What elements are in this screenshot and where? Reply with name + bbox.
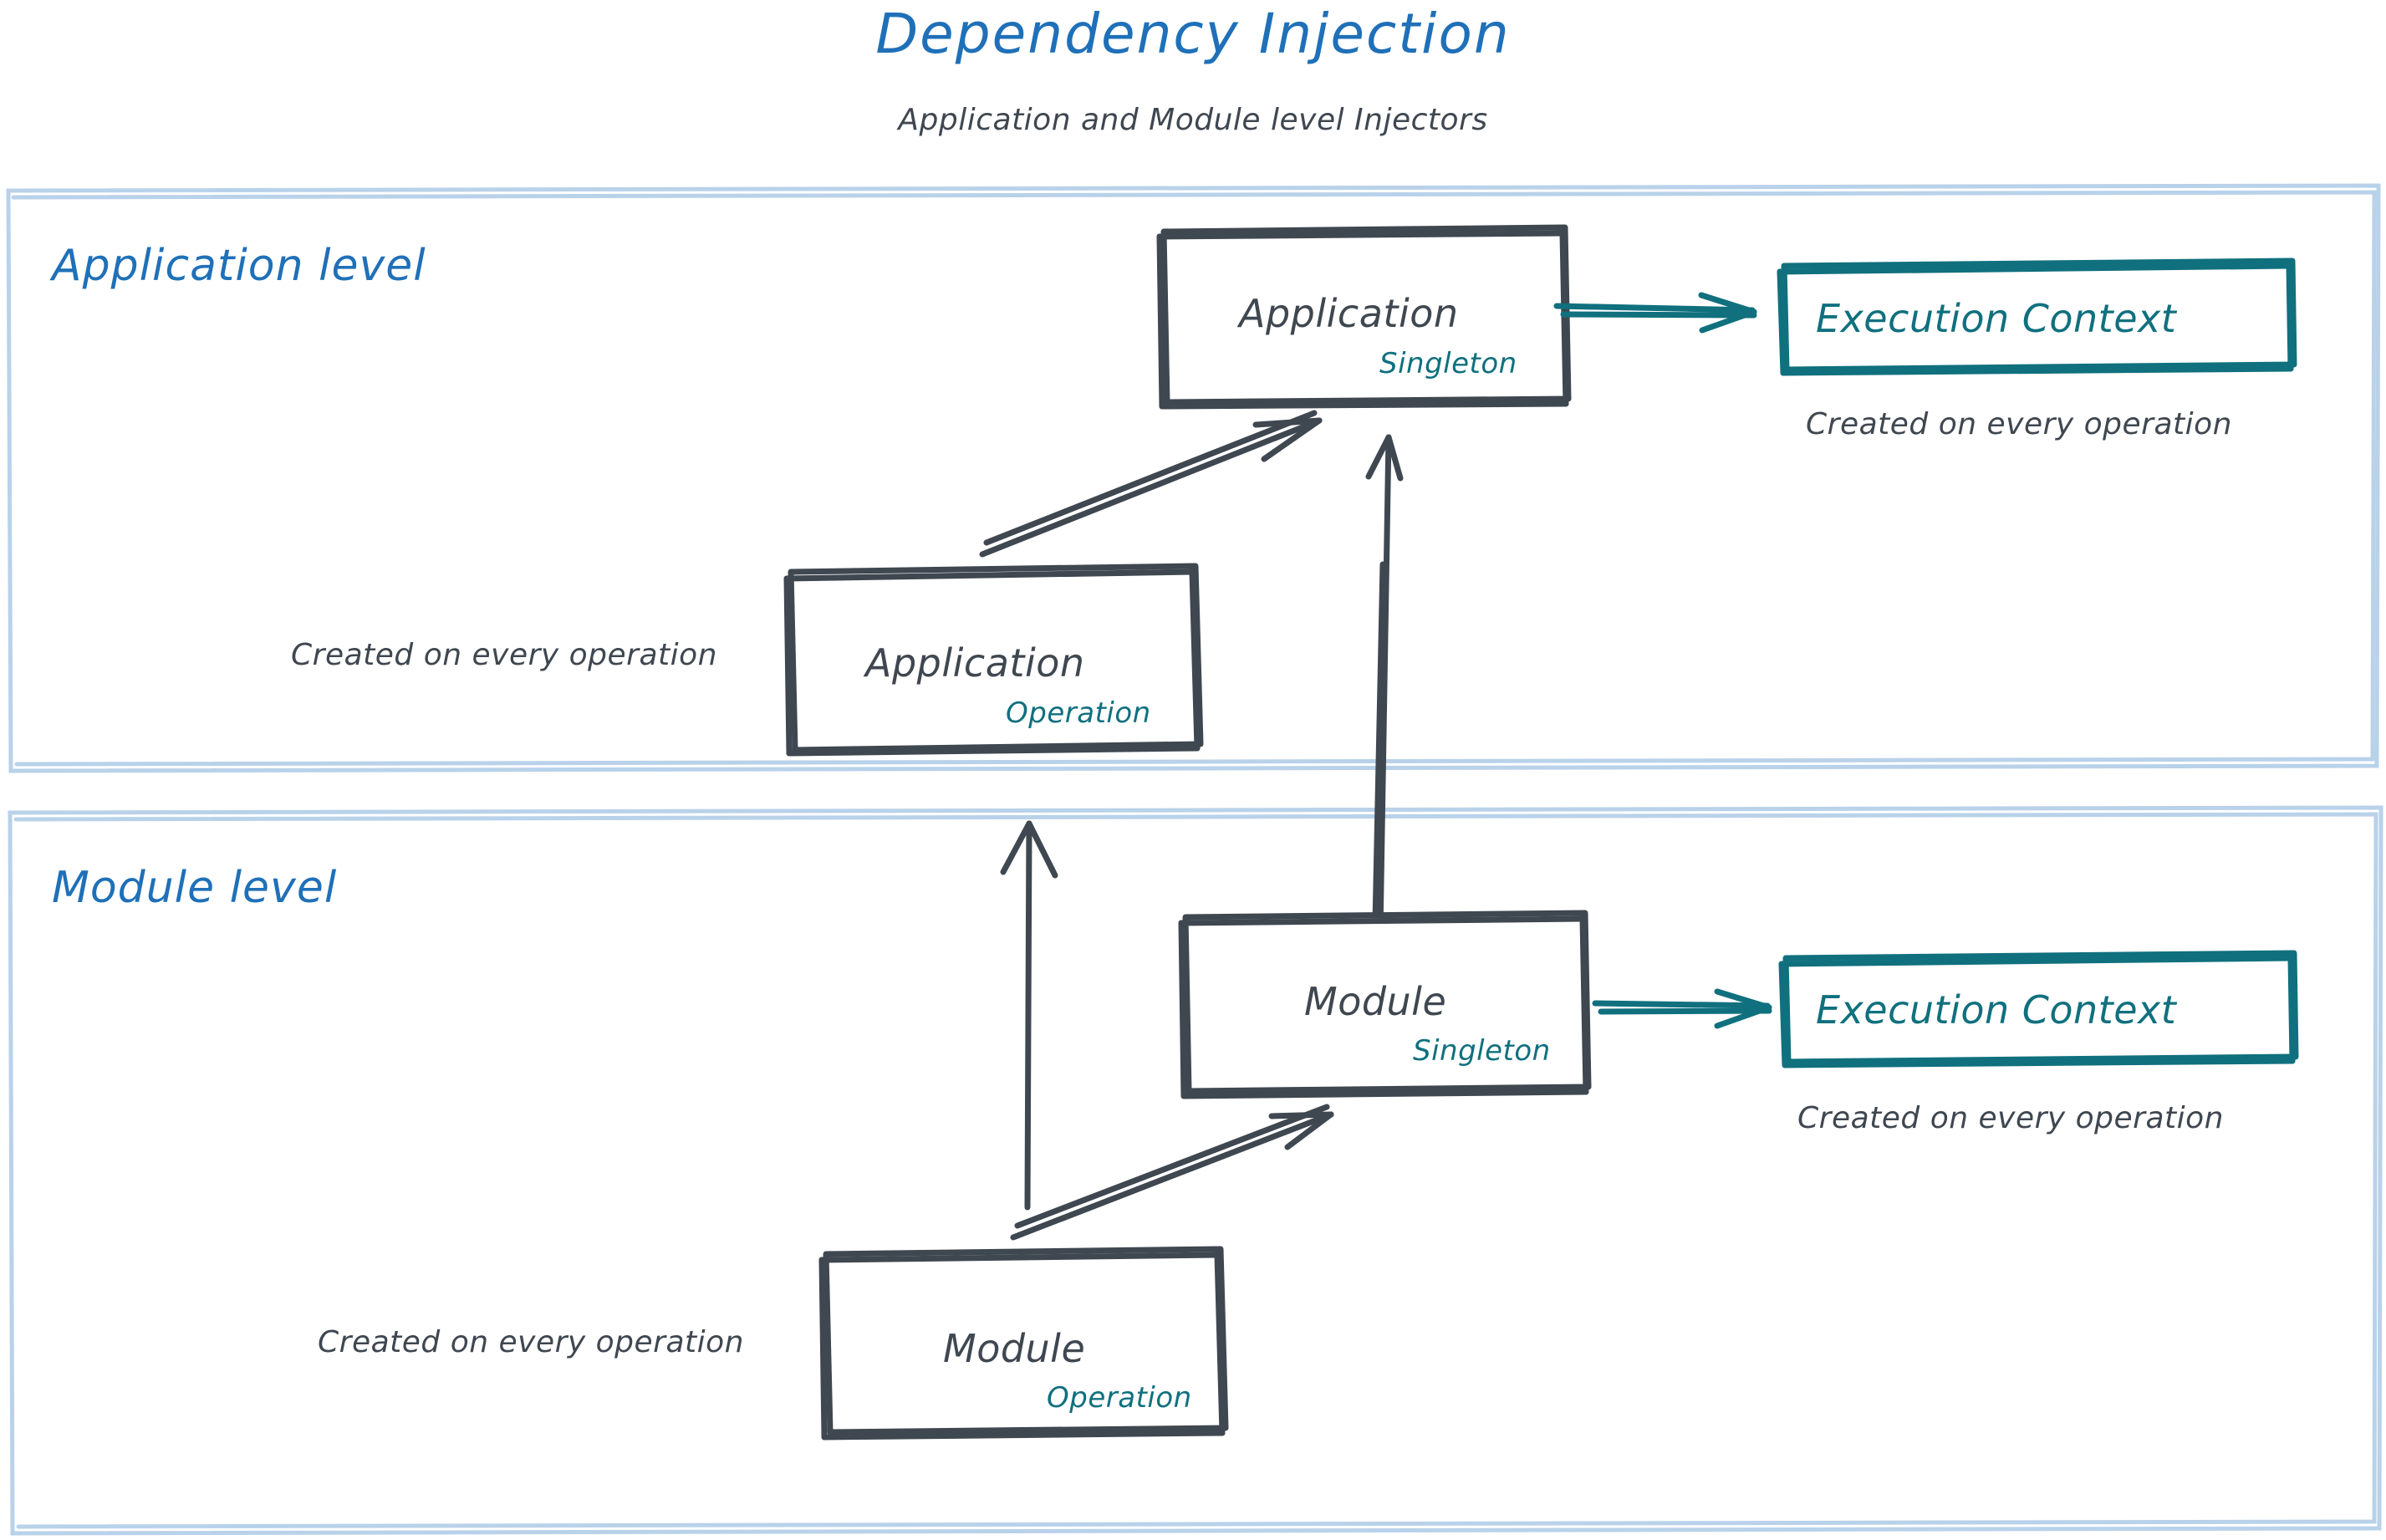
node-application-operation-scope: Operation xyxy=(1006,696,1151,730)
panel-module-level-frame xyxy=(8,805,2383,1536)
edge-module-operation-to-module-singleton xyxy=(1010,1104,1334,1241)
node-module-operation-title: Module xyxy=(943,1326,1086,1371)
node-application-operation-title: Application xyxy=(865,640,1085,686)
node-module-singleton-title: Module xyxy=(1304,979,1447,1024)
node-module-singleton-scope: Singleton xyxy=(1413,1034,1551,1068)
page-title: Dependency Injection xyxy=(875,2,1511,66)
panel-label-module-level: Module level xyxy=(52,863,338,913)
node-execution-context-module-title: Execution Context xyxy=(1816,987,2177,1033)
node-execution-context-application-title: Execution Context xyxy=(1816,296,2177,341)
edge-module-singleton-to-application-singleton xyxy=(1365,434,1404,936)
edge-module-singleton-to-execution-context xyxy=(1592,988,1772,1029)
note-execution-context-application: Created on every operation xyxy=(1806,407,2232,441)
page-subtitle: Application and Module level Injectors xyxy=(898,103,1488,137)
edge-application-operation-to-application-singleton xyxy=(979,410,1323,558)
note-module-operation: Created on every operation xyxy=(318,1325,744,1359)
node-application-singleton-scope: Singleton xyxy=(1379,347,1517,380)
node-application-singleton-title: Application xyxy=(1239,291,1459,336)
panel-label-application-level: Application level xyxy=(52,241,426,291)
node-module-operation-scope: Operation xyxy=(1047,1381,1192,1415)
edge-module-operation-to-application-level xyxy=(1000,820,1058,1211)
note-execution-context-module: Created on every operation xyxy=(1797,1101,2224,1135)
edge-application-singleton-to-execution-context xyxy=(1553,292,1757,334)
note-application-operation: Created on every operation xyxy=(291,638,717,672)
